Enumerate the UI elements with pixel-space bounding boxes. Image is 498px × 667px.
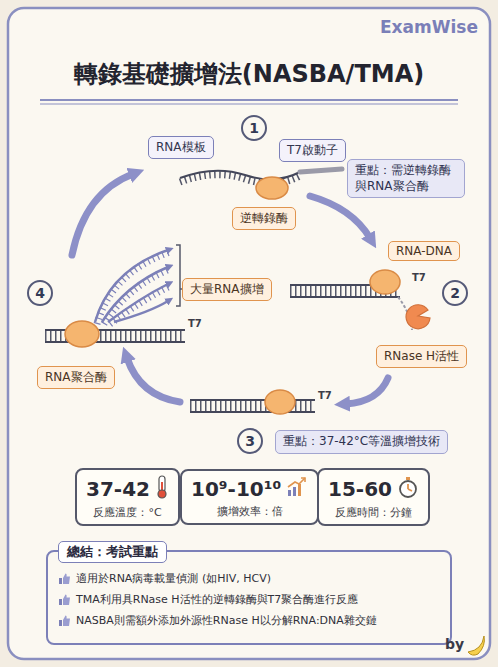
stat-label: 反應時間：分鐘 xyxy=(328,505,419,520)
node-text: 3 xyxy=(245,433,255,449)
promoter-label: T7啟動子 xyxy=(279,139,346,162)
key-point-box: 重點：需逆轉錄酶 與RNA聚合酶 xyxy=(347,159,465,198)
step-number: 3 xyxy=(237,428,263,454)
promoter-tag: T7 xyxy=(318,390,332,401)
stat-label: 擴增效率：倍 xyxy=(191,504,308,519)
step-number: 2 xyxy=(442,280,468,306)
node-text: 2 xyxy=(450,285,460,301)
stat-icon xyxy=(397,475,419,503)
node-text: 重點：需逆轉錄酶 與RNA聚合酶 xyxy=(355,163,451,193)
stat-label: 反應溫度：°C xyxy=(86,505,169,520)
thumb-icon xyxy=(58,614,71,632)
summary-box: 總結：考試重點適用於RNA病毒載量偵測 (如HIV, HCV)TMA利用具RNa… xyxy=(46,550,452,645)
stat-icon xyxy=(155,475,169,503)
stat-value: 15-60 xyxy=(328,477,392,501)
bullet-text: 適用於RNA病毒載量偵測 (如HIV, HCV) xyxy=(76,572,271,587)
node-text: RNA聚合酶 xyxy=(45,370,107,384)
stat-row: 10⁹-10¹⁰ xyxy=(191,476,308,502)
node-text: T7啟動子 xyxy=(287,143,338,157)
stat-value: 37-42 xyxy=(86,477,150,501)
step-number: 1 xyxy=(241,115,267,141)
brand-label: ExamWise xyxy=(380,17,478,37)
step-number: 4 xyxy=(27,280,53,306)
template-label: RNA模板 xyxy=(148,136,214,159)
node-text: 1 xyxy=(249,120,259,136)
bullet-row: NASBA則需額外添加外源性RNase H以分解RNA:DNA雜交鏈 xyxy=(58,614,440,632)
stat-box: 15-60 反應時間：分鐘 xyxy=(317,468,430,526)
thumb-icon xyxy=(58,593,71,611)
promoter-tag: T7 xyxy=(188,318,202,329)
bullet-row: 適用於RNA病毒載量偵測 (如HIV, HCV) xyxy=(58,572,440,590)
stat-box: 37-42 反應溫度：°C xyxy=(75,468,180,526)
node-text: RNase H活性 xyxy=(384,349,459,363)
thumb-icon xyxy=(58,572,71,590)
node-text: 逆轉錄酶 xyxy=(240,211,288,225)
bullet-text: TMA利用具RNase H活性的逆轉錄酶與T7聚合酶進行反應 xyxy=(76,593,358,608)
bullet-row: TMA利用具RNase H活性的逆轉錄酶與T7聚合酶進行反應 xyxy=(58,593,440,611)
enzyme-label: RNA聚合酶 xyxy=(37,366,115,389)
stat-row: 37-42 xyxy=(86,475,169,503)
product-label: 大量RNA擴增 xyxy=(182,278,272,301)
stat-row: 15-60 xyxy=(328,475,419,503)
bullet-text: NASBA則需額外添加外源性RNase H以分解RNA:DNA雜交鏈 xyxy=(76,614,377,629)
hybrid-label: RNA-DNA xyxy=(388,241,460,261)
node-text: RNA模板 xyxy=(156,140,206,154)
node-text: 4 xyxy=(35,285,45,301)
credit-label: by xyxy=(445,636,464,652)
enzyme-label: 逆轉錄酶 xyxy=(232,207,296,230)
node-text: RNA-DNA xyxy=(396,244,452,258)
promoter-tag: T7 xyxy=(412,272,426,283)
stat-value: 10⁹-10¹⁰ xyxy=(191,477,281,501)
summary-heading: 總結：考試重點 xyxy=(58,541,167,563)
stat-icon xyxy=(286,476,308,502)
enzyme-label: RNase H活性 xyxy=(376,345,467,368)
node-text: 大量RNA擴增 xyxy=(190,282,264,296)
stat-box: 10⁹-10¹⁰ 擴增效率：倍 xyxy=(180,469,319,525)
node-text: 重點：37-42°C等溫擴增技術 xyxy=(283,434,440,448)
key-point-box: 重點：37-42°C等溫擴增技術 xyxy=(275,430,448,454)
diagram-title: 轉錄基礎擴增法(NASBA/TMA) xyxy=(0,58,498,90)
